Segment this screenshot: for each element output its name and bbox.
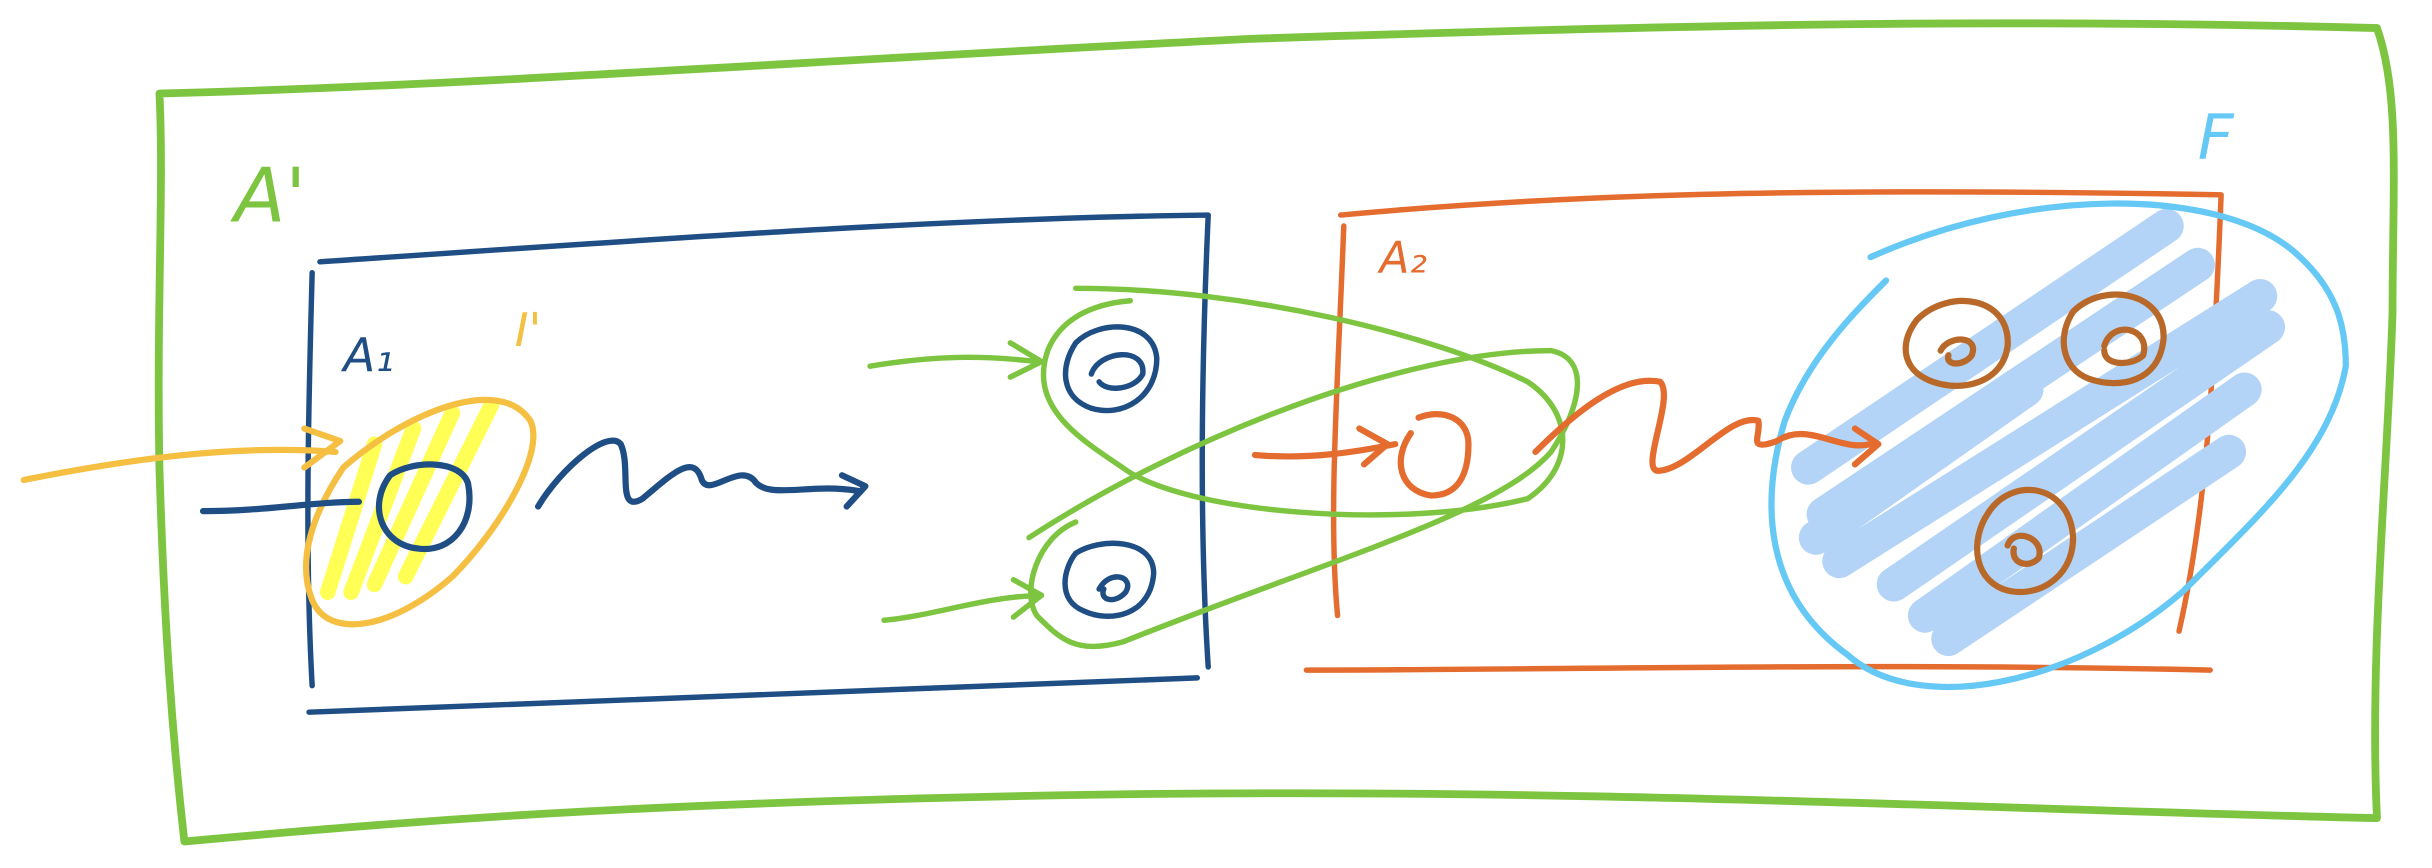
squiggle-arrow-a2 — [1532, 377, 1882, 474]
final-state-node-2 — [2060, 291, 2167, 387]
input-arrow — [20, 425, 344, 484]
initial-arrow — [199, 498, 363, 515]
green-arrow-bottom — [881, 576, 1045, 623]
input-set-fill — [319, 397, 500, 600]
input-set-ellipse — [303, 396, 537, 628]
initial-state-node — [376, 461, 473, 553]
state-node-a1-top — [1062, 324, 1160, 414]
green-cluster-bottom — [1026, 347, 1581, 650]
outer-box-a-prime — [154, 19, 2398, 846]
state-node-a2 — [1251, 411, 1472, 499]
green-cluster-top — [1040, 285, 1566, 518]
label-a1: A₁ — [340, 329, 394, 383]
final-set-ellipse — [1768, 200, 2349, 691]
label-a-prime: A' — [230, 152, 306, 239]
label-i-prime: I' — [515, 304, 542, 358]
box-a1 — [305, 212, 1211, 715]
label-a2: A₂ — [1377, 234, 1427, 284]
squiggle-arrow-a1 — [535, 437, 869, 510]
final-state-node-3 — [1974, 486, 2077, 596]
green-arrow-top — [867, 340, 1045, 380]
final-set-shading — [1791, 208, 2286, 657]
label-f: F — [2198, 101, 2235, 174]
state-node-a1-bottom — [1062, 540, 1157, 619]
final-state-node-1 — [1902, 297, 2011, 389]
